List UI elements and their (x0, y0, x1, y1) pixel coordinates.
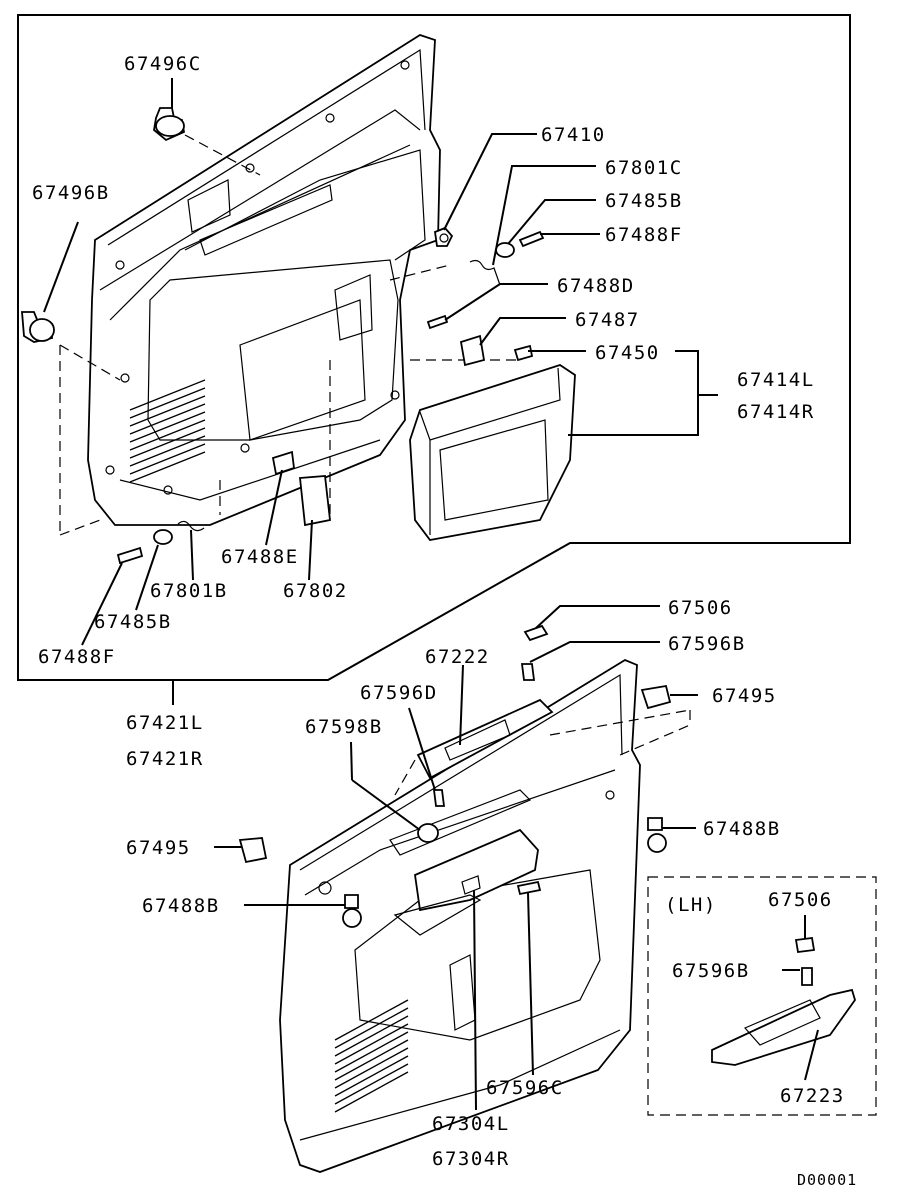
lh-inset-frame (647, 876, 877, 1116)
armrest-bracket-67304-part (393, 828, 539, 936)
label-67596d: 67596D (360, 682, 438, 704)
map-pocket-67414-part (409, 364, 576, 541)
label-67488f-bottom: 67488F (38, 646, 116, 668)
upper-assembly-frame (17, 14, 851, 681)
label-67496b: 67496B (32, 182, 110, 204)
label-67450: 67450 (595, 342, 660, 364)
leader-lines (43, 78, 819, 1111)
label-67421r: 67421R (126, 748, 204, 770)
label-67801c: 67801C (605, 157, 683, 179)
label-67485b-bottom: 67485B (94, 611, 172, 633)
label-67421l: 67421L (126, 712, 204, 734)
label-67488e: 67488E (221, 546, 299, 568)
label-67506: 67506 (668, 597, 733, 619)
label-67304r: 67304R (432, 1148, 510, 1170)
inset-label-67596b: 67596B (672, 960, 750, 982)
label-67596b: 67596B (668, 633, 746, 655)
upper-small-parts (116, 226, 545, 565)
lower-guide-lines (394, 709, 691, 796)
label-67222: 67222 (425, 646, 490, 668)
label-67495-right: 67495 (712, 685, 777, 707)
label-67495-left: 67495 (126, 837, 191, 859)
lower-door-trim-panel (279, 658, 641, 1173)
diagram-id: D00001 (797, 1171, 857, 1187)
upper-guide-lines (59, 134, 520, 536)
label-67304l: 67304L (432, 1113, 510, 1135)
label-67410: 67410 (541, 124, 606, 146)
clip-67496b-part (21, 311, 55, 343)
label-67598b: 67598B (305, 716, 383, 738)
label-67488b-right: 67488B (703, 818, 781, 840)
label-67802: 67802 (283, 580, 348, 602)
label-67414r: 67414R (737, 401, 815, 423)
label-67487: 67487 (575, 309, 640, 331)
upper-door-trim-panel (87, 34, 441, 526)
inset-parts (711, 936, 856, 1066)
inset-label-67506: 67506 (768, 889, 833, 911)
clip-67496c-part (153, 107, 186, 142)
label-67488b-left: 67488B (142, 895, 220, 917)
label-67801b: 67801B (150, 580, 228, 602)
label-67485b-top: 67485B (605, 190, 683, 212)
label-67488d: 67488D (557, 275, 635, 297)
switch-panel-67222-part (416, 698, 554, 780)
label-67496c: 67496C (124, 53, 202, 75)
inset-label-67223: 67223 (780, 1085, 845, 1107)
label-67488f-top: 67488F (605, 224, 683, 246)
inset-title: (LH) (665, 894, 717, 916)
part-labels: 67496C 67496B 67410 67801C 67485B 67488F… (32, 53, 857, 1187)
label-67414l: 67414L (737, 369, 815, 391)
label-67596c: 67596C (486, 1077, 564, 1099)
lower-small-parts (238, 624, 672, 928)
